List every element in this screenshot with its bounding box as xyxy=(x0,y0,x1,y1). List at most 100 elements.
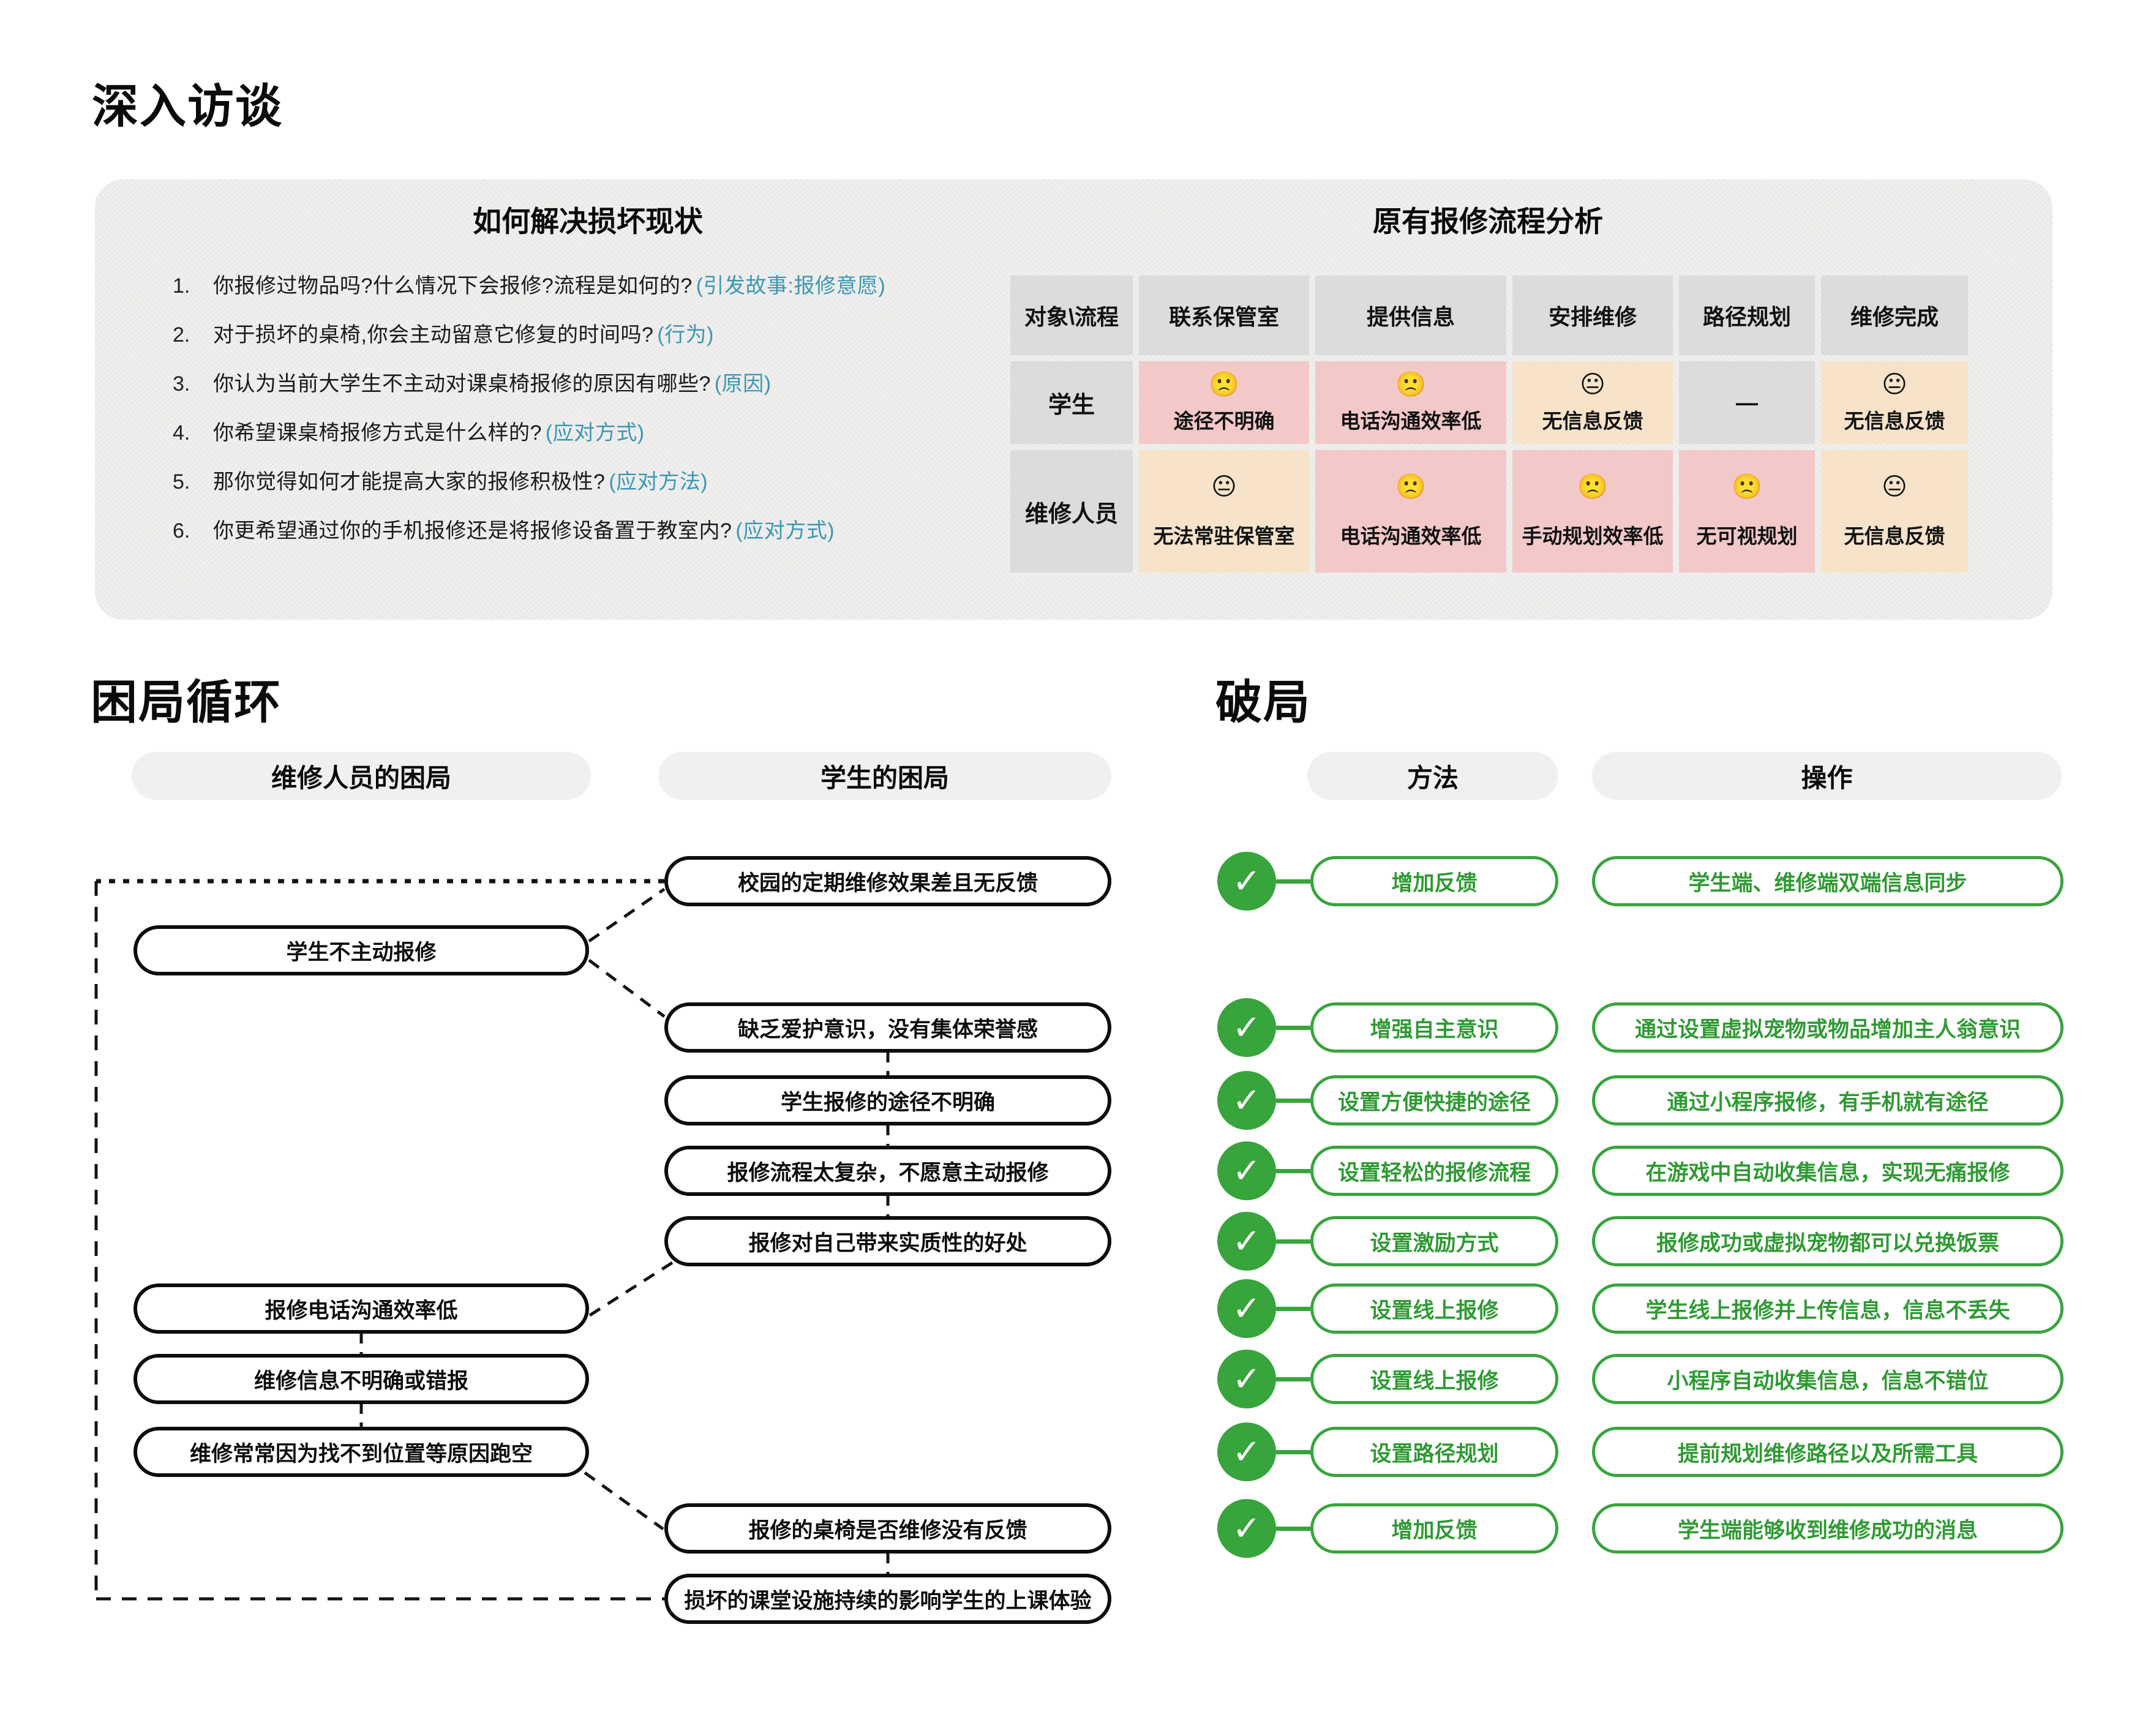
table-cell: 🙁 手动规划效率低 xyxy=(1512,450,1673,573)
solution-row: ✓ 设置轻松的报修流程 在游戏中自动收集信息，实现无痛报修 xyxy=(1217,1141,2064,1200)
question-row: 6. 你更希望通过你的手机报修还是将报修设备置于教室内?(应对方式) xyxy=(153,517,1023,566)
question-text: 你希望课桌椅报修方式是什么样的?(应对方式) xyxy=(213,421,645,445)
solution-action-pill: 报修成功或虚拟宠物都可以兑换饭票 xyxy=(1592,1216,2064,1266)
question-number: 1. xyxy=(173,274,190,298)
table-cell: 🙁 无可视规划 xyxy=(1679,450,1815,573)
cell-text: 无法常驻保管室 xyxy=(1153,525,1295,547)
check-circle-icon: ✓ xyxy=(1217,998,1276,1057)
question-number: 6. xyxy=(173,519,190,543)
table-cell-empty: — xyxy=(1679,361,1815,444)
solution-row: ✓ 设置线上报修 学生线上报修并上传信息，信息不丢失 xyxy=(1217,1279,2064,1338)
solution-method-pill: 设置线上报修 xyxy=(1310,1283,1558,1334)
check-circle-icon: ✓ xyxy=(1217,1279,1276,1338)
table-header: 安排维修 xyxy=(1512,276,1673,355)
cell-text: 无可视规划 xyxy=(1696,525,1798,547)
dilemma-column-header-student: 学生的困局 xyxy=(658,752,1111,800)
neutral-face-emoji: 😐 xyxy=(1882,473,1907,500)
neutral-face-emoji: 😐 xyxy=(1580,371,1605,399)
table-cell: 🙁 电话沟通效率低 xyxy=(1315,450,1506,573)
cell-text: 途径不明确 xyxy=(1173,409,1275,432)
dilemma-box: 学生报修的途径不明确 xyxy=(664,1075,1111,1125)
process-table: 对象\流程 联系保管室 提供信息 安排维修 路径规划 维修完成 学生 🙁 途径不… xyxy=(1010,276,1968,573)
frowning-face-emoji: 🙁 xyxy=(1577,473,1608,500)
table-cell: 🙁 电话沟通效率低 xyxy=(1315,361,1506,444)
interview-panel: 如何解决损坏现状 1. 你报修过物品吗?什么情况下会报修?流程是如何的?(引发故… xyxy=(95,179,2052,620)
table-header: 提供信息 xyxy=(1315,276,1506,355)
question-row: 3. 你认为当前大学生不主动对课桌椅报修的原因有哪些?(原因) xyxy=(153,370,1023,419)
dilemma-box: 报修的桌椅是否维修没有反馈 xyxy=(664,1503,1111,1554)
connector-line xyxy=(1276,1306,1310,1311)
dilemma-box: 维修常常因为找不到位置等原因跑空 xyxy=(133,1427,589,1477)
check-circle-icon: ✓ xyxy=(1217,1141,1276,1200)
solution-row: ✓ 增强自主意识 通过设置虚拟宠物或物品增加主人翁意识 xyxy=(1217,998,2064,1057)
question-number: 3. xyxy=(173,372,190,396)
question-tag: (应对方法) xyxy=(609,470,708,494)
cell-text: 无信息反馈 xyxy=(1844,409,1945,432)
solution-method-pill: 增加反馈 xyxy=(1310,856,1558,906)
question-number: 5. xyxy=(173,470,190,494)
dilemma-box: 学生不主动报修 xyxy=(133,925,589,975)
frowning-face-emoji: 🙁 xyxy=(1395,473,1426,500)
cell-text: — xyxy=(1736,389,1758,415)
connector-line xyxy=(1276,1098,1310,1103)
question-tag: (原因) xyxy=(714,372,772,396)
solution-row: ✓ 设置路径规划 提前规划维修路径以及所需工具 xyxy=(1217,1422,2064,1481)
cell-text: 无信息反馈 xyxy=(1542,409,1643,432)
solution-column-header-method: 方法 xyxy=(1307,752,1558,800)
check-circle-icon: ✓ xyxy=(1217,1499,1276,1558)
cell-text: 电话沟通效率低 xyxy=(1340,525,1482,547)
question-tag: (行为) xyxy=(657,323,715,347)
solution-row: ✓ 增加反馈 学生端能够收到维修成功的消息 xyxy=(1217,1499,2064,1558)
process-table-title: 原有报修流程分析 xyxy=(1373,205,1603,238)
table-cell: 😐 无法常驻保管室 xyxy=(1139,450,1309,573)
neutral-face-emoji: 😐 xyxy=(1211,473,1237,500)
solution-row: ✓ 增加反馈 学生端、维修端双端信息同步 xyxy=(1217,852,2064,911)
dilemma-box: 报修电话沟通效率低 xyxy=(133,1283,589,1334)
check-circle-icon: ✓ xyxy=(1217,1071,1276,1130)
solution-method-pill: 增强自主意识 xyxy=(1310,1002,1558,1053)
table-cell: 😐 无信息反馈 xyxy=(1821,450,1968,573)
solution-action-pill: 学生线上报修并上传信息，信息不丢失 xyxy=(1592,1283,2064,1334)
question-text: 你更希望通过你的手机报修还是将报修设备置于教室内?(应对方式) xyxy=(213,519,835,543)
cell-text: 手动规划效率低 xyxy=(1522,525,1664,547)
section-title-solution: 破局 xyxy=(1215,677,1311,729)
question-row: 5. 那你觉得如何才能提高大家的报修积极性?(应对方法) xyxy=(153,468,1023,517)
dilemma-box: 损坏的课堂设施持续的影响学生的上课体验 xyxy=(664,1574,1111,1624)
connector-line xyxy=(1276,1025,1310,1030)
solution-method-pill: 增加反馈 xyxy=(1310,1503,1558,1554)
frowning-face-emoji: 🙁 xyxy=(1209,371,1239,399)
check-circle-icon: ✓ xyxy=(1217,852,1276,911)
connector-line xyxy=(1276,1168,1310,1173)
question-row: 1. 你报修过物品吗?什么情况下会报修?流程是如何的?(引发故事:报修意愿) xyxy=(153,272,1023,321)
connector-line xyxy=(1276,879,1310,884)
solution-action-pill: 学生端、维修端双端信息同步 xyxy=(1592,856,2064,906)
question-number: 2. xyxy=(173,323,190,347)
solution-action-pill: 通过设置虚拟宠物或物品增加主人翁意识 xyxy=(1592,1002,2064,1053)
solution-action-pill: 通过小程序报修，有手机就有途径 xyxy=(1592,1075,2064,1125)
section-title-interview: 深入访谈 xyxy=(92,81,283,133)
dilemma-box: 缺乏爱护意识，没有集体荣誉感 xyxy=(664,1002,1111,1053)
question-row: 2. 对于损坏的桌椅,你会主动留意它修复的时间吗?(行为) xyxy=(153,321,1023,370)
dilemma-column-header-maintainer: 维修人员的困局 xyxy=(132,752,591,800)
connector-line xyxy=(1276,1526,1310,1531)
cell-text: 无信息反馈 xyxy=(1844,525,1945,547)
frowning-face-emoji: 🙁 xyxy=(1395,371,1426,399)
question-text: 那你觉得如何才能提高大家的报修积极性?(应对方法) xyxy=(213,470,708,494)
dilemma-box: 维修信息不明确或错报 xyxy=(133,1354,589,1404)
table-cell: 😐 无信息反馈 xyxy=(1512,361,1673,444)
question-text: 你报修过物品吗?什么情况下会报修?流程是如何的?(引发故事:报修意愿) xyxy=(213,274,886,298)
question-number: 4. xyxy=(173,421,190,445)
neutral-face-emoji: 😐 xyxy=(1882,371,1907,399)
solution-action-pill: 小程序自动收集信息，信息不错位 xyxy=(1592,1354,2064,1404)
solution-column-header-action: 操作 xyxy=(1592,752,2062,800)
question-text: 你认为当前大学生不主动对课桌椅报修的原因有哪些?(原因) xyxy=(213,372,772,396)
solution-action-pill: 学生端能够收到维修成功的消息 xyxy=(1592,1503,2064,1554)
check-circle-icon: ✓ xyxy=(1217,1350,1276,1408)
table-row-label: 学生 xyxy=(1010,361,1133,444)
connector-line xyxy=(1276,1377,1310,1381)
question-tag: (应对方式) xyxy=(735,519,835,543)
table-cell: 🙁 途径不明确 xyxy=(1139,361,1309,444)
solution-method-pill: 设置路径规划 xyxy=(1310,1427,1558,1477)
table-header: 联系保管室 xyxy=(1139,276,1309,355)
